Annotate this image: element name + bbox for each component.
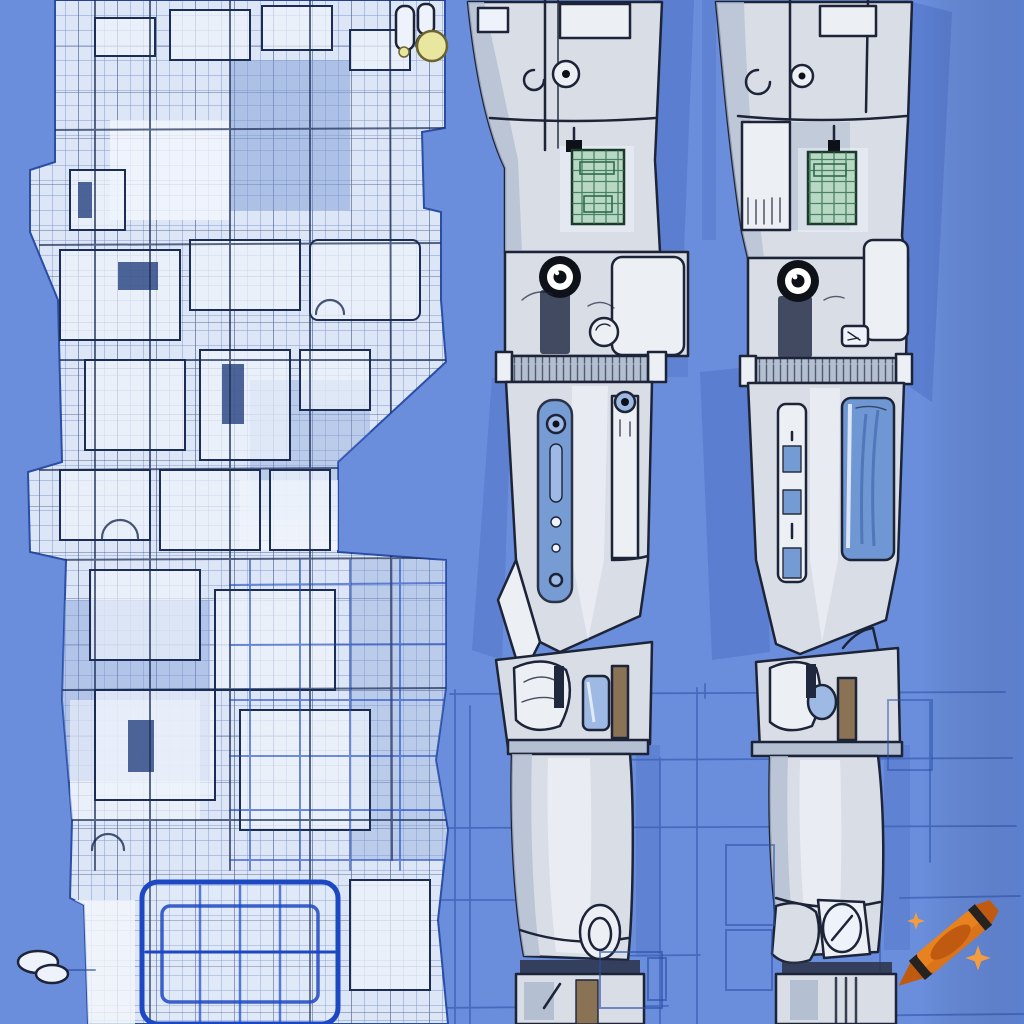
crayon-watermark-logo <box>898 900 999 986</box>
sparkle-icon-small <box>907 912 925 930</box>
crayon-label-oval <box>930 924 971 960</box>
crayon-back-band <box>967 904 993 931</box>
crayon-tip <box>898 960 926 986</box>
sparkle-icon-large <box>965 945 991 971</box>
crayon-end-cap <box>975 900 999 925</box>
crayon-tip-band <box>908 954 933 981</box>
